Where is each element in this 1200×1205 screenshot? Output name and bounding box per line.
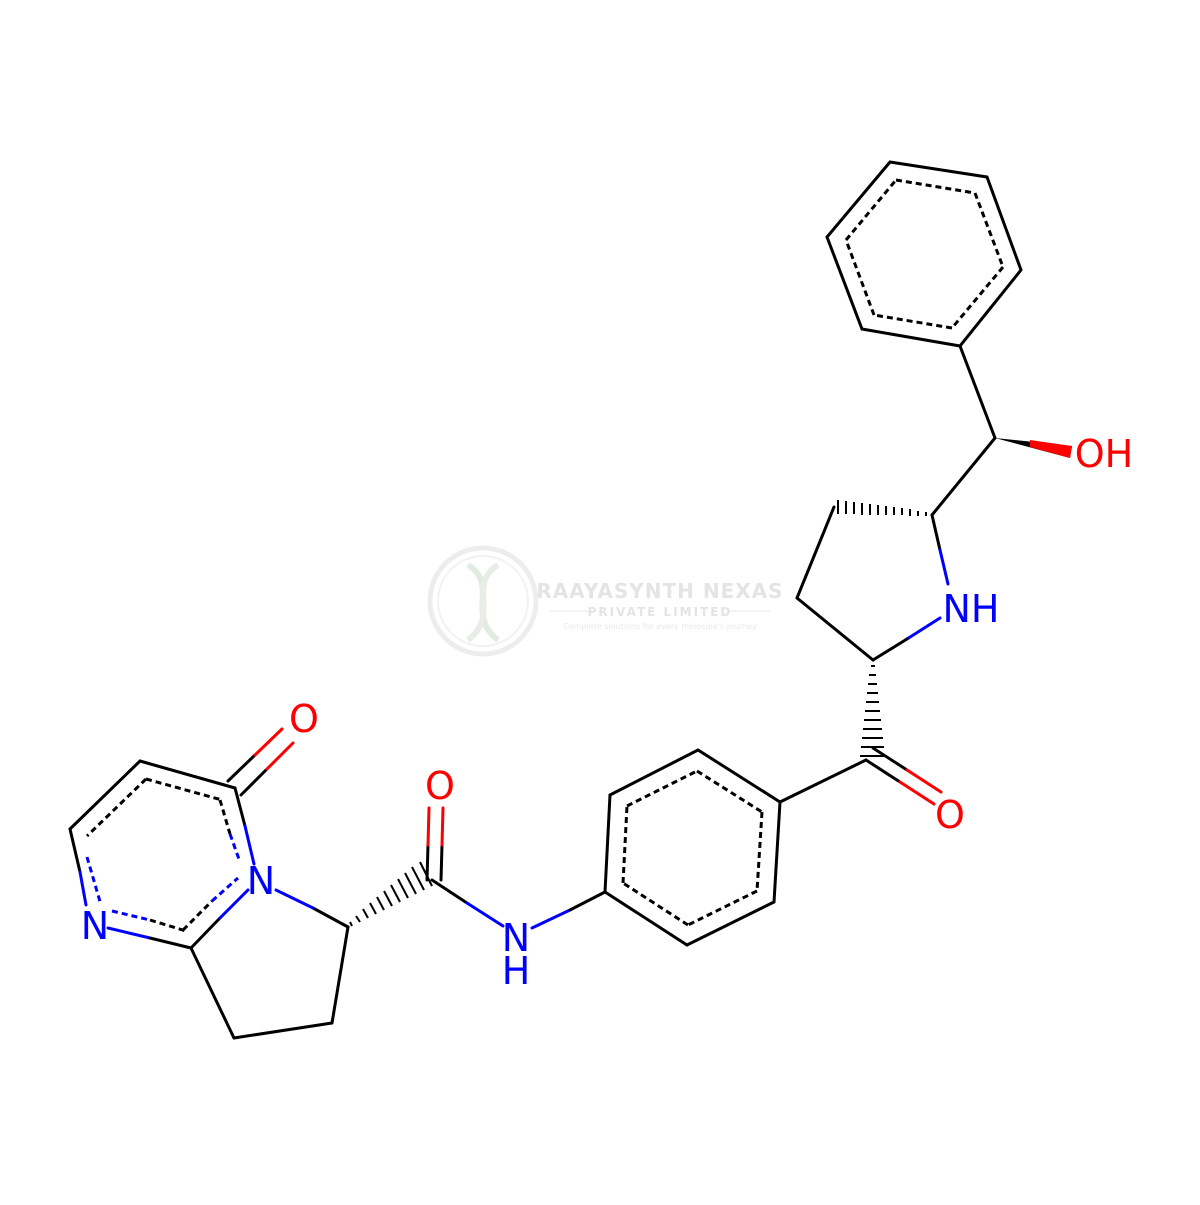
bond-n-c2-n <box>905 616 942 641</box>
bond-ketone-co-o-2 <box>905 768 943 794</box>
bond-amide-cn-n <box>465 901 505 928</box>
watermark-helix-icon-2 <box>466 562 500 643</box>
bond-c6-n5-n <box>274 888 315 910</box>
phenylene-outline <box>603 748 782 947</box>
ketone-group <box>778 665 943 806</box>
phenylene-aromatic-2 <box>626 769 698 808</box>
phenylene-aromatic-6 <box>622 881 689 927</box>
bond-c7-c6 <box>330 925 350 1025</box>
atom-amide-hydrogen: H <box>502 949 531 993</box>
watermark-subtitle: PRIVATE LIMITED <box>588 605 733 619</box>
atom-amide-oxygen: O <box>425 764 455 808</box>
bond-c2-c3 <box>795 596 875 662</box>
bond-c4-oxo <box>226 753 257 783</box>
atom-amide-nitrogen: N <box>502 916 530 960</box>
bond-ketone-co <box>864 758 902 784</box>
phenyl-outline <box>825 160 1023 348</box>
fused-pyrrolidine-ring <box>189 861 433 1040</box>
bond-c3-c2-aromatic <box>85 777 148 838</box>
atom-pyrimidine-nitrogen: N <box>81 904 109 948</box>
phenyl-ring <box>825 160 1023 348</box>
atom-ring-nitrogen: N <box>247 859 275 903</box>
watermark-title: RAAYASYNTH NEXAS <box>536 579 783 603</box>
bond-c8a-n5-n <box>218 888 250 920</box>
bond-n1-c8a-n <box>106 926 152 940</box>
bond-c8a-n5-aromatic-n <box>211 876 239 903</box>
bond-c4-n5-n <box>243 824 256 866</box>
bond-amide-cn <box>430 878 469 905</box>
bond-n-c2 <box>871 637 909 662</box>
bond-amide-co-2 <box>439 843 444 882</box>
wedge-carbinol-oh-o <box>1030 440 1072 458</box>
bond-c4-oxo-2 <box>239 767 269 797</box>
phenyl-aromatic-5 <box>973 192 1005 268</box>
phenyl-aromatic-4 <box>895 178 976 195</box>
watermark-logo-ring <box>427 545 539 657</box>
benzylic-alcohol <box>930 344 1072 517</box>
bond-nh-aryl <box>568 890 607 912</box>
phenyl-aromatic-1 <box>873 313 953 330</box>
bond-n1-c8a <box>148 936 193 950</box>
hashed-wedge-c5-c4 <box>837 500 927 516</box>
bond-c8-c7 <box>232 1021 334 1040</box>
bond-ketone-co-o <box>898 780 936 806</box>
bond-c3-c4 <box>795 505 836 600</box>
bond-c6-n5 <box>311 906 350 929</box>
bond-c4-oxo-o-2 <box>265 741 295 771</box>
bond-c8a-n5-aromatic <box>181 899 214 932</box>
bond-c5-n-n <box>938 548 950 586</box>
atom-pyrrolidine-nh: NH <box>943 587 1000 631</box>
atom-hydroxyl: OH <box>1075 432 1133 476</box>
bond-c5-n <box>930 513 942 552</box>
phenylene-aromatic-4 <box>755 811 764 892</box>
bond-c2-n1-n <box>78 870 88 907</box>
phenyl-aromatic-2 <box>844 239 876 316</box>
watermark-logo-inner-ring <box>437 555 529 647</box>
atom-ketone-oxygen: O <box>935 793 965 837</box>
bond-carbinol-phenyl <box>958 344 997 440</box>
bond-amide-co <box>425 843 430 882</box>
pyrrolidine-ring <box>795 500 950 662</box>
bond-c4-n5 <box>233 786 247 828</box>
bond-c2-n1 <box>68 827 82 874</box>
bond-ketone-co-2 <box>871 746 909 772</box>
phenylene-aromatic-3 <box>696 769 763 814</box>
bond-c3-c4-aromatic <box>145 777 223 802</box>
phenylene-aromatic-5 <box>687 889 758 927</box>
bond-c8a-c8 <box>189 946 236 1040</box>
phenyl-aromatic-6 <box>950 266 1005 329</box>
bond-c5-carbinol <box>930 436 997 517</box>
bond-amide-co-o <box>426 806 431 847</box>
amide-group <box>425 806 607 930</box>
watermark-tagline: Complete solutions for every molecule's … <box>563 622 757 631</box>
phenyl-aromatic-3 <box>844 179 898 241</box>
bond-nh-aryl-n <box>530 908 572 930</box>
bond-n1-c8a-aromatic <box>149 918 187 933</box>
atom-oxo-oxygen: O <box>289 697 319 741</box>
watermark: RAAYASYNTH NEXAS PRIVATE LIMITED Complet… <box>427 545 783 657</box>
bond-c4-oxo-o <box>253 727 284 757</box>
bond-aryl-ketone <box>778 758 868 804</box>
bond-c3-c4 <box>138 759 237 790</box>
bond-c4-n5-aromatic <box>218 799 232 835</box>
pyrimidinone-ring <box>68 727 295 950</box>
phenylene-ring <box>603 748 782 947</box>
bond-c4-n5-aromatic-n <box>228 833 242 863</box>
bond-c8a-n5 <box>189 916 222 950</box>
bond-n1-c8a-aromatic-n <box>111 909 151 922</box>
hashed-wedge-c6-carbonyl <box>349 861 433 927</box>
phenylene-aromatic-1 <box>621 805 629 884</box>
bond-c2-n1-aromatic <box>85 856 103 906</box>
bond-amide-co-o-2 <box>440 806 445 847</box>
bond-c3-c2 <box>68 759 142 831</box>
hashed-wedge-c2-ketone <box>860 665 885 757</box>
